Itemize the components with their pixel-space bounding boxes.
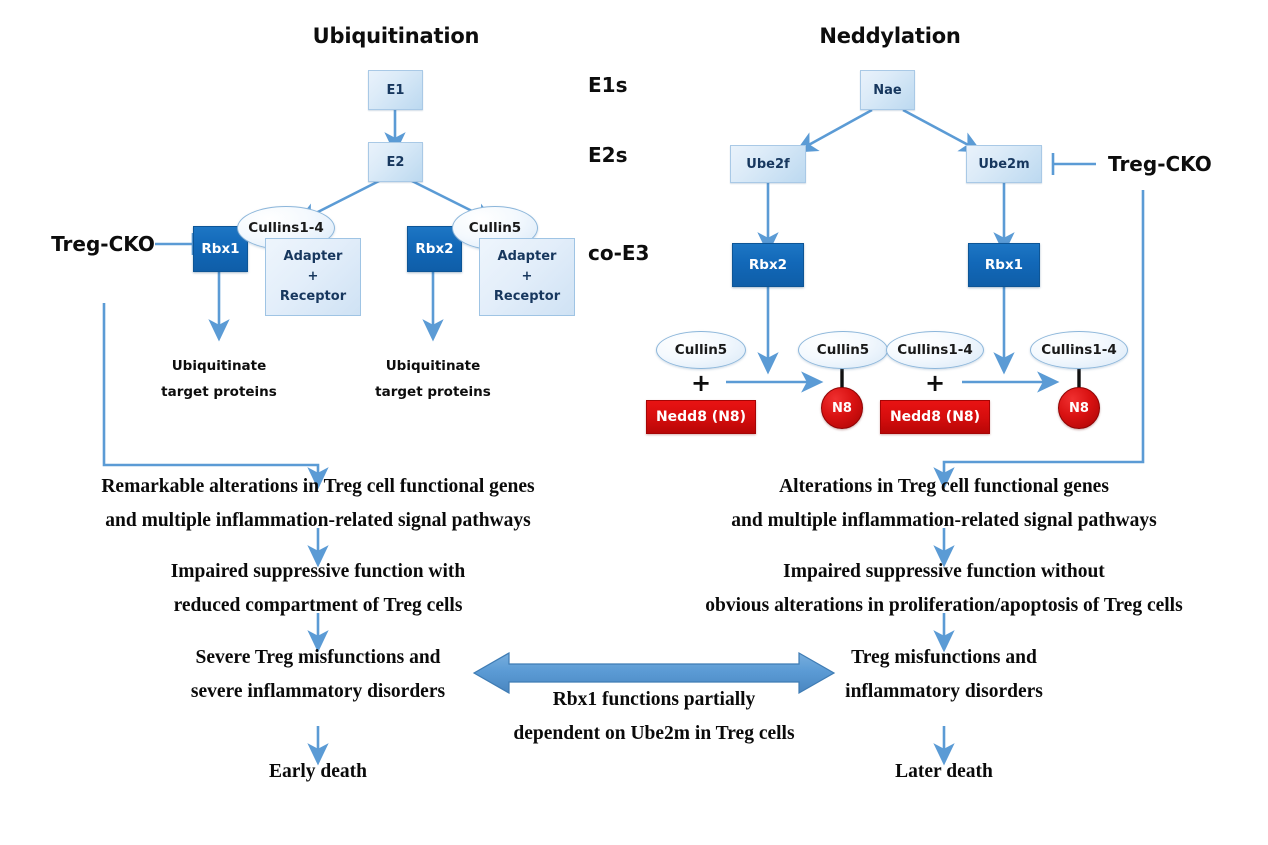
n8-circle-right: N8 (1058, 387, 1100, 429)
bridge-caption: Rbx1 functions partially dependent on Ub… (454, 688, 854, 746)
adapter-receptor-box-left: Adapter + Receptor (265, 238, 361, 316)
enzyme-box-nae: Nae (860, 70, 915, 110)
outcome-left-2-line-2: reduced compartment of Treg cells (173, 595, 463, 616)
enzyme-box-ube2f: Ube2f (730, 145, 806, 183)
outcome-right-1-line-1: Alterations in Treg cell functional gene… (779, 476, 1109, 498)
ubiquitinate-target-right: Ubiquitinate target proteins (358, 352, 508, 406)
outcome-right-3-line-1: Treg misfunctions and (851, 647, 1037, 669)
adapter-line-2: Receptor (279, 289, 347, 305)
ubiquitinate-line-3: Ubiquitinate (385, 357, 481, 374)
rbx1-box-neddylation: Rbx1 (968, 243, 1040, 287)
adapter-line-4: Receptor (493, 289, 561, 305)
outcome-left-3-line-2: severe inflammatory disorders (190, 681, 446, 702)
outcome-right-4-line-1: Later death (895, 761, 993, 783)
plus-sign-left: + (690, 369, 712, 397)
ubiquitinate-line-4: target proteins (375, 384, 491, 400)
cullin5-substrate-ellipse: Cullin5 (656, 331, 746, 369)
outcome-left-3: Severe Treg misfunctions and severe infl… (18, 647, 618, 703)
page-title-ubiquitination: Ubiquitination (312, 24, 480, 48)
page-title-neddylation: Neddylation (819, 24, 961, 48)
outcome-right-3-line-2: inflammatory disorders (845, 681, 1043, 702)
enzyme-box-e2: E2 (368, 142, 423, 182)
rbx2-box-ubiquitination: Rbx2 (407, 226, 462, 272)
ubiquitinate-line-2: target proteins (161, 384, 277, 400)
outcome-right-4: Later death (644, 757, 1244, 787)
bridge-caption-line-2: dependent on Ube2m in Treg cells (513, 723, 795, 744)
outcome-left-3-line-1: Severe Treg misfunctions and (195, 647, 441, 669)
treg-cko-label-left: Treg-CKO (51, 232, 155, 256)
enzyme-box-e1: E1 (368, 70, 423, 110)
outcome-left-2-line-1: Impaired suppressive function with (170, 561, 466, 583)
outcome-right-2-line-2: obvious alterations in proliferation/apo… (705, 595, 1183, 616)
nedd8-box-left: Nedd8 (N8) (646, 400, 756, 434)
stage-label-co-e3: co-E3 (588, 241, 650, 265)
outcome-left-1-line-1: Remarkable alterations in Treg cell func… (101, 476, 535, 498)
outcome-left-4-line-1: Early death (268, 761, 368, 783)
outcome-right-2-line-1: Impaired suppressive function without (783, 561, 1105, 583)
outcome-left-4: Early death (18, 757, 618, 787)
rbx2-box-neddylation: Rbx2 (732, 243, 804, 287)
nedd8-box-right: Nedd8 (N8) (880, 400, 990, 434)
ubiquitinate-line-1: Ubiquitinate (171, 357, 267, 374)
stage-label-e2s: E2s (588, 143, 628, 167)
outcome-left-1: Remarkable alterations in Treg cell func… (18, 476, 618, 532)
outcome-right-1: Alterations in Treg cell functional gene… (644, 476, 1244, 532)
outcome-left-1-line-2: and multiple inflammation-related signal… (105, 510, 531, 531)
outcome-right-1-line-2: and multiple inflammation-related signal… (731, 510, 1157, 531)
outcome-right-3: Treg misfunctions and inflammatory disor… (644, 647, 1244, 703)
cullins1-4-product-ellipse: Cullins1-4 (1030, 331, 1128, 369)
n8-circle-left: N8 (821, 387, 863, 429)
treg-cko-label-right: Treg-CKO (1108, 152, 1212, 176)
enzyme-box-ube2m: Ube2m (966, 145, 1042, 183)
adapter-line-3: Adapter (497, 248, 557, 264)
bridge-caption-line-1: Rbx1 functions partially (552, 689, 756, 711)
adapter-plus-2: + (521, 268, 533, 284)
cullin5-product-ellipse: Cullin5 (798, 331, 888, 369)
stage-label-e1s: E1s (588, 73, 628, 97)
outcome-left-2: Impaired suppressive function with reduc… (18, 561, 618, 617)
ubiquitinate-target-left: Ubiquitinate target proteins (144, 352, 294, 406)
plus-sign-right: + (924, 369, 946, 397)
outcome-right-2: Impaired suppressive function without ob… (644, 561, 1244, 617)
adapter-plus-1: + (307, 268, 319, 284)
adapter-line-1: Adapter (283, 248, 343, 264)
cullins1-4-substrate-ellipse: Cullins1-4 (886, 331, 984, 369)
adapter-receptor-box-right: Adapter + Receptor (479, 238, 575, 316)
